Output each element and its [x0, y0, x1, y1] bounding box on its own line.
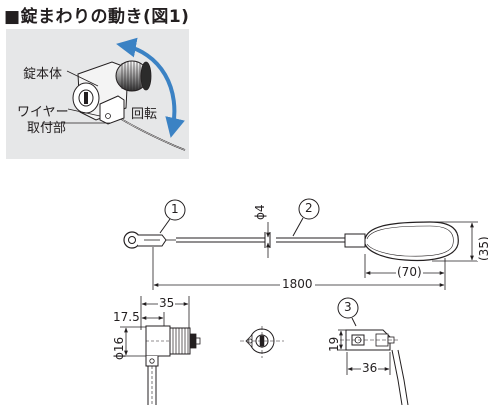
- side-view: [120, 296, 201, 405]
- callout-3: 3: [344, 300, 352, 314]
- dim-loop-length: (70): [396, 265, 423, 279]
- label-wire-mount-line1: ワイヤー: [17, 105, 69, 120]
- wire-dimensions: [152, 221, 478, 290]
- dim-part3-height: 19: [327, 336, 341, 352]
- callout-2: 2: [305, 201, 313, 215]
- lock-illustration: [42, 37, 186, 151]
- callout-3-circle: [337, 297, 359, 319]
- label-lock-body: 錠本体: [23, 67, 63, 82]
- top-view: [338, 329, 409, 405]
- label-rotation: 回転: [131, 107, 158, 122]
- dim-loop-height: (35): [477, 236, 488, 261]
- callout-1: 1: [171, 202, 179, 216]
- front-view: [240, 326, 284, 358]
- dim-side-offset: 17.5: [113, 310, 140, 324]
- dim-side-height: ϕ16: [112, 336, 126, 360]
- wire-drawing: [123, 221, 459, 262]
- page-title: ■錠まわりの動き(図1): [4, 7, 190, 27]
- label-wire-mount-line2: 取付部: [27, 121, 67, 136]
- dim-side-width: 35: [158, 296, 176, 310]
- dim-wire-diameter: ϕ4: [253, 204, 267, 220]
- dim-total-length: 1800: [280, 277, 315, 291]
- callout-1-circle: [164, 199, 186, 221]
- callout-circles: [159, 198, 359, 327]
- callout-2-circle: [298, 198, 320, 220]
- dim-part3-width: 36: [361, 361, 379, 375]
